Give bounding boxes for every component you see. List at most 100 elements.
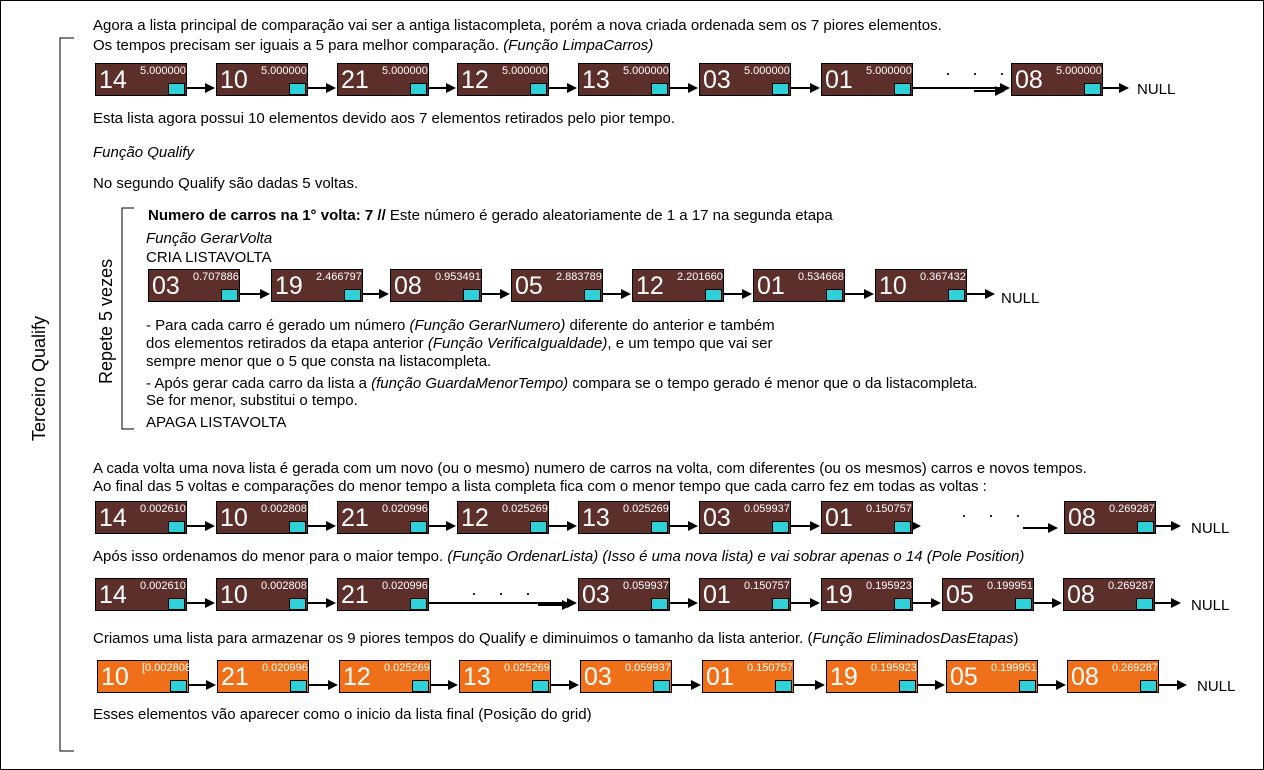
node-car-number: 01 (706, 663, 734, 691)
node-pointer (221, 289, 238, 301)
node-time: 0.002610 (140, 503, 186, 515)
node-car-number: 13 (582, 504, 610, 532)
node-car-number: 13 (582, 66, 610, 94)
list-node: 14 0.002610 (95, 578, 187, 611)
node-time: 0.195923 (871, 662, 917, 674)
node-car-number: 08 (1015, 66, 1043, 94)
node-pointer (651, 598, 668, 610)
apos-b: (Função OrdenarLista) (Isso é uma nova l… (447, 548, 1025, 565)
ao-final-text: Ao final das 5 voltas e comparações do m… (93, 478, 987, 495)
node-pointer (289, 521, 306, 533)
node-pointer (651, 83, 668, 95)
node-time: 0.025269 (623, 503, 669, 515)
cria-listavolta: CRIA LISTAVOLTA (146, 249, 272, 266)
node-time: 5.000000 (1056, 65, 1102, 77)
node-car-number: 03 (152, 272, 180, 300)
node-time: 0.059937 (623, 580, 669, 592)
node-pointer (530, 83, 547, 95)
node-car-number: 05 (515, 272, 543, 300)
node-time: 0.534668 (798, 271, 844, 283)
desc-line-1: - Para cada carro é gerado um número (Fu… (146, 317, 775, 334)
list-node: 14 0.002610 (95, 501, 187, 534)
node-pointer (344, 289, 361, 301)
list-node: 12 0.025269 (457, 501, 549, 534)
node-car-number: 03 (582, 581, 610, 609)
list-node: 03 0.059937 (699, 501, 791, 534)
node-car-number: 08 (1071, 663, 1099, 691)
repeat-label: Repete 5 vezes (96, 258, 116, 384)
node-time: 0.269287 (1109, 503, 1155, 515)
node-time: 0.199951 (991, 662, 1037, 674)
node-time: 5.000000 (623, 65, 669, 77)
node-car-number: 10 (220, 581, 248, 609)
list-node: 08 5.000000 (1011, 63, 1103, 96)
numero-carros-bold: Numero de carros na 1° volta: 7 // (148, 207, 386, 224)
gap-arrow (1023, 523, 1058, 533)
node-pointer (290, 680, 307, 692)
node-time: 0.059937 (744, 503, 790, 515)
desc-2b: (Função VerificaIgualdade) (427, 335, 608, 352)
null-list2: NULL (1001, 290, 1040, 307)
node-pointer (826, 289, 843, 301)
node-time: 0.025269 (502, 503, 548, 515)
node-car-number: 03 (703, 504, 731, 532)
node-pointer (772, 83, 789, 95)
desc-line-4: - Após gerar cada carro da lista a (funç… (146, 375, 978, 392)
node-time: [0.002808 (142, 662, 191, 674)
side-label: Terceiro Qualify (29, 315, 49, 441)
node-car-number: 10 (220, 66, 248, 94)
node-time: 0.002610 (140, 580, 186, 592)
node-time: 5.000000 (502, 65, 548, 77)
esses-text: Esses elementos vão aparecer como o inic… (93, 706, 592, 723)
node-pointer (168, 521, 185, 533)
node-time: 0.002808 (261, 580, 307, 592)
func-gerar-volta: Função GerarVolta (146, 230, 273, 247)
node-pointer (1140, 680, 1157, 692)
list-node: 05 0.199951 (946, 660, 1038, 693)
node-time: 0.367432 (920, 271, 966, 283)
outer-bracket (59, 37, 74, 752)
criamos-c: ) (1013, 630, 1019, 647)
node-pointer (410, 598, 427, 610)
node-pointer (705, 289, 722, 301)
node-car-number: 03 (584, 663, 612, 691)
node-car-number: 12 (461, 504, 489, 532)
gap-arrow (974, 86, 1005, 96)
node-car-number: 19 (825, 581, 853, 609)
intro-line-2-text: Os tempos precisam ser iguais a 5 para m… (93, 37, 500, 54)
node-time: 0.002808 (261, 503, 307, 515)
list-node: 10[0.002808 (97, 660, 191, 693)
list-node: 13 0.025269 (578, 501, 670, 534)
node-car-number: 14 (99, 581, 127, 609)
desc-4b: (função GuardaMenorTempo) (371, 375, 569, 392)
node-car-number: 14 (99, 504, 127, 532)
list-node: 10 5.000000 (216, 63, 308, 96)
node-time: 0.020996 (382, 503, 428, 515)
node-time: 0.269287 (1108, 580, 1154, 592)
node-time: 5.000000 (382, 65, 428, 77)
node-time: 0.953491 (435, 271, 481, 283)
node-car-number: 05 (950, 663, 978, 691)
list-node: 10 0.002808 (216, 578, 308, 611)
node-time: 2.201660 (677, 271, 723, 283)
intro-line-2: Os tempos precisam ser iguais a 5 para m… (93, 37, 653, 54)
node-pointer (412, 680, 429, 692)
null-list3: NULL (1191, 520, 1230, 537)
list-node: 03 0.059937 (578, 578, 670, 611)
node-pointer (772, 521, 789, 533)
node-pointer (948, 289, 965, 301)
node-time: 5.000000 (261, 65, 307, 77)
node-pointer (653, 680, 670, 692)
node-car-number: 01 (757, 272, 785, 300)
